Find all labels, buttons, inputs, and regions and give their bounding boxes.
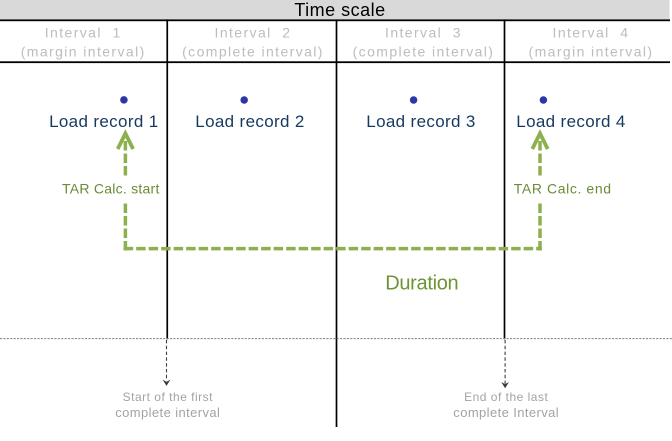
- svg-text:complete interval: complete interval: [115, 405, 220, 420]
- svg-text:TAR Calc. end: TAR Calc. end: [514, 181, 612, 197]
- svg-text:Load record 3: Load record 3: [366, 112, 475, 131]
- svg-text:Interval 2: Interval 2: [215, 25, 292, 41]
- svg-text:(margin interval): (margin interval): [529, 44, 654, 60]
- svg-text:Interval 3: Interval 3: [385, 25, 462, 41]
- svg-text:Load record 2: Load record 2: [195, 112, 304, 131]
- svg-text:End of the last: End of the last: [464, 390, 548, 404]
- svg-text:Interval 4: Interval 4: [553, 25, 630, 41]
- svg-text:Duration: Duration: [385, 273, 458, 295]
- svg-text:Interval 1: Interval 1: [45, 25, 122, 41]
- svg-text:(margin interval): (margin interval): [21, 44, 146, 60]
- svg-text:(complete interval): (complete interval): [353, 44, 495, 60]
- svg-text:Load record 4: Load record 4: [516, 112, 625, 131]
- svg-text:Load record 1: Load record 1: [49, 112, 158, 131]
- svg-text:(complete interval): (complete interval): [182, 44, 324, 60]
- svg-text:TAR Calc. start: TAR Calc. start: [62, 181, 160, 197]
- svg-text:Start of the first: Start of the first: [123, 390, 214, 404]
- svg-text:complete Interval: complete Interval: [453, 405, 559, 420]
- svg-text:Time scale: Time scale: [294, 0, 385, 20]
